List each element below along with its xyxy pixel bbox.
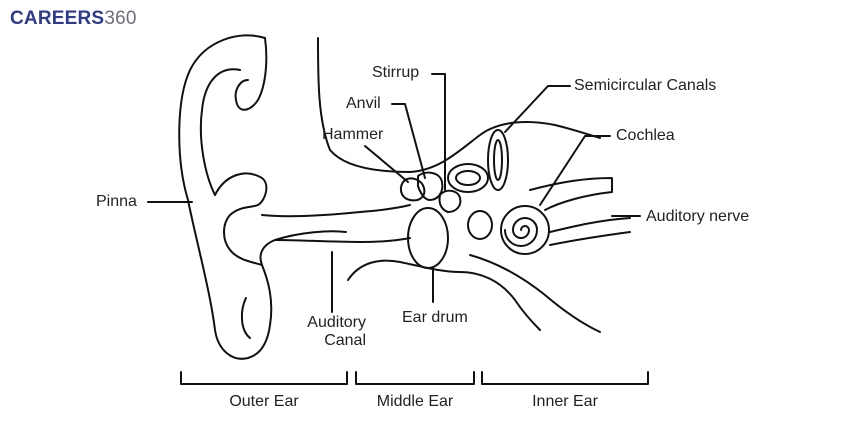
bracket-outer — [180, 371, 348, 385]
auditory-nerve-lower-2 — [549, 231, 631, 246]
semicircular-canal-2 — [487, 129, 509, 191]
label-anvil: Anvil — [346, 95, 381, 112]
label-auditory-canal-line1: Auditory — [307, 314, 366, 331]
cochlea-spiral — [504, 217, 538, 247]
semicircular-canal-1 — [447, 163, 489, 193]
label-stirrup: Stirrup — [372, 64, 420, 81]
auditory-nerve-lower — [549, 217, 631, 233]
label-auditory-nerve: Auditory nerve — [646, 208, 750, 225]
anvil-shape — [417, 171, 444, 201]
label-hammer: Hammer — [322, 126, 384, 143]
middle-ear-floor — [347, 259, 541, 331]
bracket-middle — [355, 371, 475, 385]
helix-curl — [234, 37, 268, 111]
auditory-canal-upper — [261, 204, 411, 218]
auditory-canal-lower — [274, 237, 411, 243]
eustachian-tube — [469, 254, 601, 333]
leader-anvil — [391, 103, 426, 179]
semicircular-canal-2-inner — [493, 139, 503, 181]
careers360-logo: CAREERS360 — [10, 8, 137, 30]
bracket-inner — [481, 371, 649, 385]
stirrup-shape — [438, 189, 462, 213]
head-contour — [317, 37, 601, 173]
leader-stirrup — [431, 73, 446, 191]
concha — [214, 172, 268, 266]
label-cochlea: Cochlea — [616, 127, 675, 144]
auditory-nerve-shape — [529, 177, 613, 211]
semicircular-canal-1-inner — [455, 170, 481, 186]
lobe-fold — [240, 297, 251, 339]
leader-cochlea — [539, 135, 611, 206]
logo-text-main: CAREERS — [10, 8, 105, 29]
label-auditory-canal-line2: Canal — [324, 332, 366, 349]
pinna-outline — [178, 34, 347, 360]
cochlea-outer — [500, 205, 550, 255]
section-middle-ear: Middle Ear — [376, 393, 454, 410]
semicircular-canal-3 — [467, 210, 493, 240]
label-pinna: Pinna — [96, 193, 137, 210]
section-outer-ear: Outer Ear — [229, 393, 299, 410]
label-semicircular-canals: Semicircular Canals — [574, 77, 717, 94]
section-inner-ear: Inner Ear — [532, 393, 598, 410]
hammer-shape — [399, 177, 426, 202]
logo-text-num: 360 — [104, 8, 137, 29]
pinna-inner-fold — [199, 68, 241, 196]
label-ear-drum: Ear drum — [402, 309, 468, 326]
ear-drum-shape — [407, 207, 449, 269]
leader-semicircular — [504, 85, 571, 133]
leader-hammer — [364, 145, 409, 183]
